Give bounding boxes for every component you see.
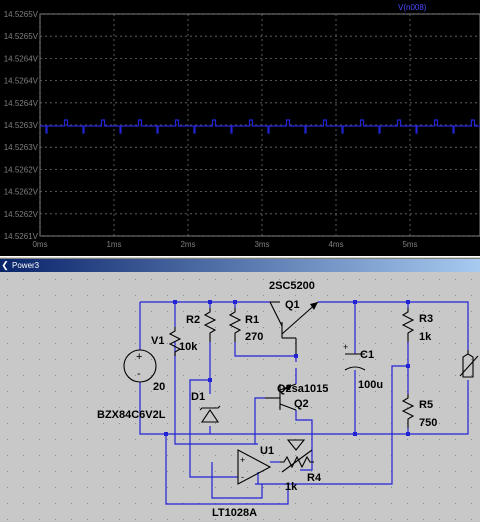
x-tick-label: 4ms xyxy=(328,240,343,249)
r3-label: R3 xyxy=(419,313,433,325)
d1-part-label: BZX84C6V2L xyxy=(97,409,166,421)
r4-label: R4 xyxy=(307,472,322,484)
u1-label: U1 xyxy=(260,445,274,457)
q1-part-label: 2SC5200 xyxy=(269,280,315,292)
d1-label: D1 xyxy=(191,391,205,403)
y-tick-label: 14.5261V xyxy=(4,232,39,241)
r4-resistor[interactable] xyxy=(280,455,314,469)
u1-opamp[interactable]: + - xyxy=(237,449,272,485)
q2-part-label: Q2sa1015 xyxy=(277,383,328,395)
y-tick-label: 14.5263V xyxy=(4,121,39,130)
y-tick-label: 14.5264V xyxy=(4,99,39,108)
x-tick-label: 2ms xyxy=(180,240,195,249)
r2-resistor[interactable] xyxy=(168,327,182,356)
q2-pnp-transistor[interactable] xyxy=(265,383,297,411)
schematic-canvas[interactable]: + - + xyxy=(0,272,480,522)
waveform-plot[interactable]: 14.5265V 14.5265V 14.5264V 14.5264V 14.5264V… xyxy=(0,0,480,256)
load-resistor[interactable] xyxy=(462,350,474,378)
r3-value: 1k xyxy=(419,331,432,343)
q1-label: Q1 xyxy=(285,299,300,311)
y-tick-label: 14.5264V xyxy=(4,77,39,86)
r2-label: R2 xyxy=(186,314,200,326)
y-tick-label: 14.5262V xyxy=(4,165,39,174)
c1-plus-sign: + xyxy=(343,342,348,352)
r3-resistor[interactable] xyxy=(401,308,415,342)
q2-label: Q2 xyxy=(294,398,309,410)
window-title: Power3 xyxy=(12,261,40,270)
v1-plus-sign: + xyxy=(136,351,142,363)
c1-value: 100u xyxy=(358,379,383,391)
u1-part-label: LT1028A xyxy=(212,507,257,519)
x-tick-label: 1ms xyxy=(106,240,121,249)
c1-label: C1 xyxy=(360,349,374,361)
r5-label: R5 xyxy=(419,399,433,411)
wires xyxy=(139,301,469,505)
x-tick-label: 3ms xyxy=(254,240,269,249)
schematic-grid xyxy=(0,272,480,522)
r2-upper-resistor-body[interactable] xyxy=(203,308,217,342)
r4-potentiometer-arrow xyxy=(281,449,313,473)
schematic-titlebar[interactable]: ❮Power3 xyxy=(0,259,480,272)
r1-resistor[interactable] xyxy=(228,308,242,342)
c1-capacitor[interactable]: + xyxy=(343,342,366,371)
r2-value: 10k xyxy=(179,341,198,353)
d1-zener-diode[interactable] xyxy=(199,405,221,423)
u1-minus-input: - xyxy=(241,472,244,482)
junction-nodes xyxy=(164,300,410,436)
y-tick-label: 14.5264V xyxy=(4,54,39,63)
x-axis-labels: 0ms 1ms 2ms 3ms 4ms 5ms xyxy=(32,240,417,249)
r4-value: 1k xyxy=(285,481,298,493)
r1-label: R1 xyxy=(245,314,259,326)
y-tick-label: 14.5263V xyxy=(4,143,39,152)
x-tick-label: 0ms xyxy=(32,240,47,249)
r1-value: 270 xyxy=(245,331,263,343)
v1-voltage-source[interactable]: + - xyxy=(123,349,157,383)
horizontal-grid xyxy=(40,13,480,237)
v1-label: V1 xyxy=(151,335,164,347)
schematic-window-icon[interactable]: ❮ xyxy=(1,260,9,270)
r5-resistor[interactable] xyxy=(401,394,415,428)
y-tick-label: 14.5262V xyxy=(4,188,39,197)
pane-divider[interactable] xyxy=(0,256,480,259)
trace-label[interactable]: V(n008) xyxy=(398,3,427,12)
q1-npn-transistor[interactable] xyxy=(269,301,319,354)
x-tick-label: 5ms xyxy=(402,240,417,249)
v1-value: 20 xyxy=(153,381,165,393)
q2-ground-symbol xyxy=(286,439,306,451)
load-arrow xyxy=(459,355,479,377)
y-axis-labels: 14.5265V 14.5265V 14.5264V 14.5264V 14.5264V… xyxy=(4,10,39,241)
y-tick-label: 14.5262V xyxy=(4,210,39,219)
vertical-grid xyxy=(39,14,411,236)
voltage-trace[interactable] xyxy=(40,119,480,134)
u1-plus-input: + xyxy=(240,455,245,465)
r5-value: 750 xyxy=(419,417,437,429)
v1-minus-sign: - xyxy=(137,368,141,380)
schematic-pane[interactable]: + - + xyxy=(0,272,480,522)
waveform-pane[interactable]: 14.5265V 14.5265V 14.5264V 14.5264V 14.5264V… xyxy=(0,0,480,256)
y-tick-label: 14.5265V xyxy=(4,32,39,41)
y-tick-label: 14.5265V xyxy=(4,10,39,19)
